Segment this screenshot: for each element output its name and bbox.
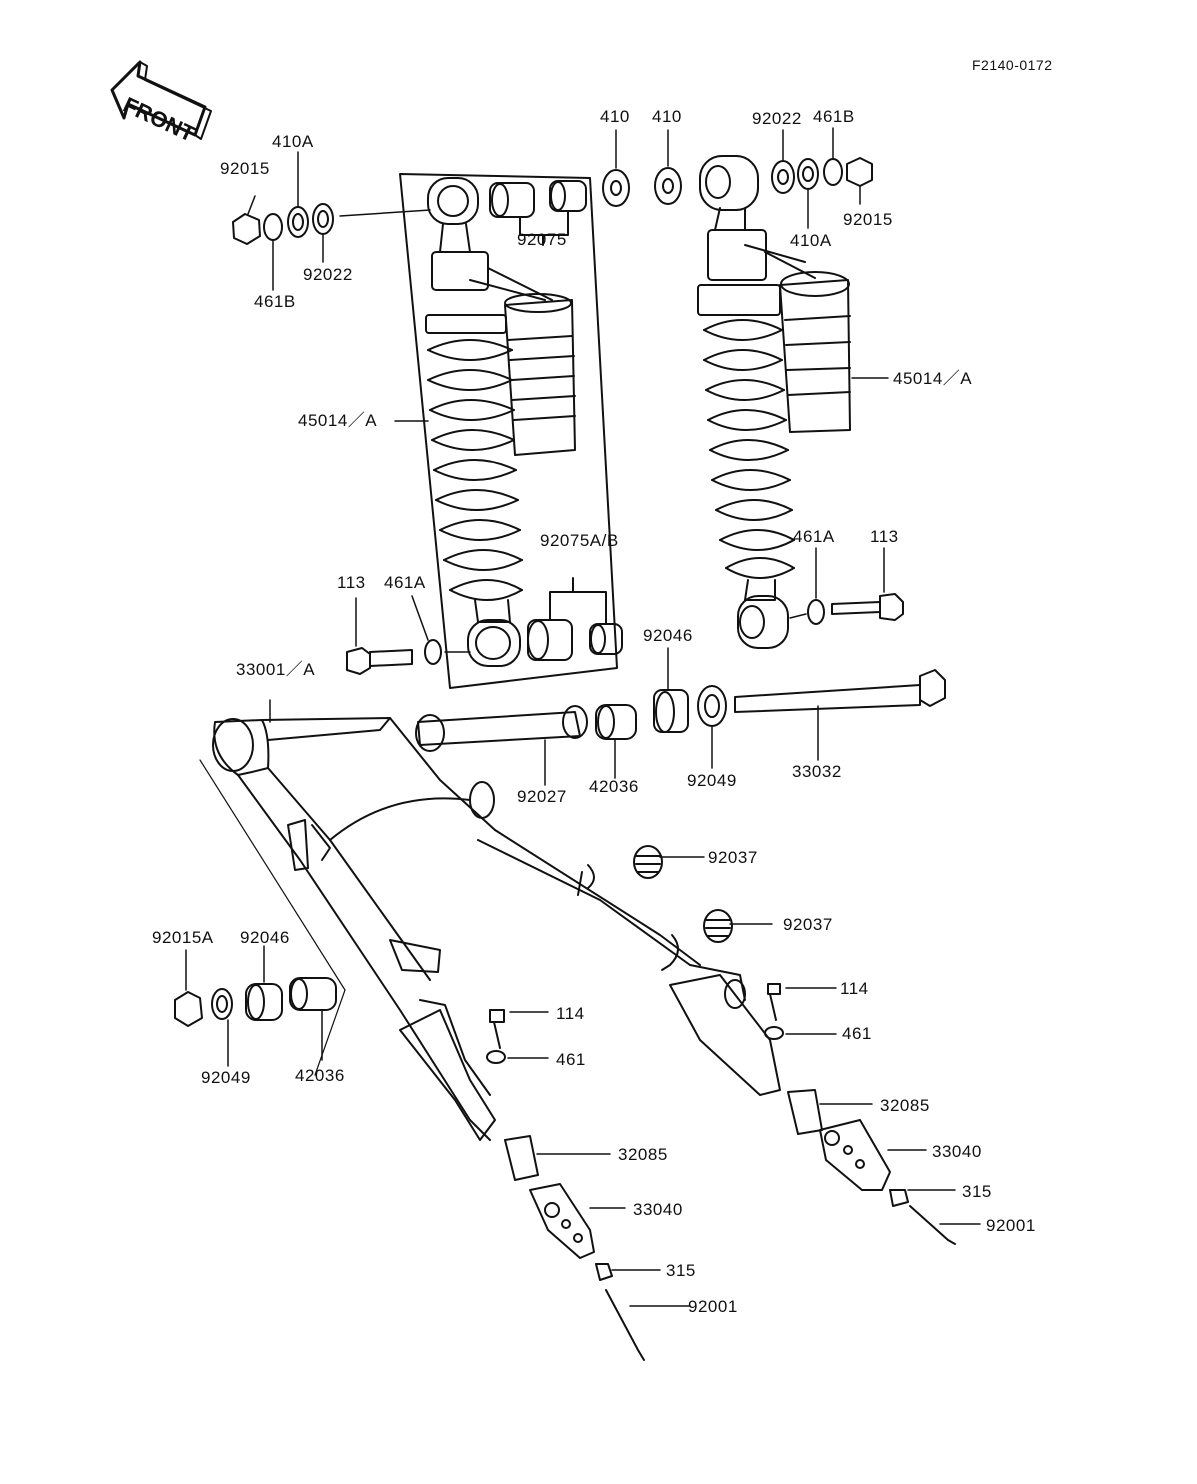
left-shock-absorber bbox=[399, 173, 623, 689]
part-label-113-right: 113 bbox=[870, 527, 899, 546]
right-shock-absorber bbox=[697, 127, 904, 649]
bolts-114 bbox=[486, 983, 837, 1064]
part-label-92022-right: 92022 bbox=[752, 109, 802, 128]
part-label-114-left: 114 bbox=[556, 1004, 585, 1023]
pivot-shaft-parts bbox=[415, 647, 946, 786]
part-label-315-left: 315 bbox=[666, 1261, 696, 1280]
part-label-92015-left: 92015 bbox=[220, 159, 270, 178]
part-label-92022-left: 92022 bbox=[303, 265, 353, 284]
part-label-410-b: 410 bbox=[652, 107, 682, 126]
part-label-33001a: 33001／A bbox=[236, 660, 316, 679]
part-label-33040-left: 33040 bbox=[633, 1200, 683, 1219]
part-label-92037-b: 92037 bbox=[783, 915, 833, 934]
part-label-410-a: 410 bbox=[600, 107, 630, 126]
part-label-114-right: 114 bbox=[840, 979, 869, 998]
left-lower-bolt bbox=[346, 420, 471, 675]
part-label-45014a-left: 45014／A bbox=[298, 411, 378, 430]
part-label-92001-left: 92001 bbox=[688, 1297, 738, 1316]
washers-410 bbox=[602, 129, 682, 207]
part-label-92015a: 92015A bbox=[152, 928, 214, 947]
front-arrow-icon bbox=[110, 60, 212, 140]
part-label-92075ab: 92075A/B bbox=[540, 531, 619, 550]
part-label-92015-right: 92015 bbox=[843, 210, 893, 229]
part-label-92049-top: 92049 bbox=[687, 771, 737, 790]
part-label-92046-top: 92046 bbox=[643, 626, 693, 645]
part-label-92001-right: 92001 bbox=[986, 1216, 1036, 1235]
part-label-32085-right: 32085 bbox=[880, 1096, 930, 1115]
part-label-42036-top: 42036 bbox=[589, 777, 639, 796]
left-pivot-hardware bbox=[174, 945, 337, 1067]
part-label-42036-bottom: 42036 bbox=[295, 1066, 345, 1085]
part-label-32085-left: 32085 bbox=[618, 1145, 668, 1164]
part-label-461-right: 461 bbox=[842, 1024, 872, 1043]
swing-arm bbox=[199, 699, 781, 1141]
part-label-113-left: 113 bbox=[337, 573, 366, 592]
part-label-92075: 92075 bbox=[517, 230, 567, 249]
diagram-code: F2140-0172 bbox=[972, 57, 1053, 73]
part-label-461b-right: 461B bbox=[813, 107, 855, 126]
part-label-45014a-right: 45014／A bbox=[893, 369, 973, 388]
part-label-92049-bottom: 92049 bbox=[201, 1068, 251, 1087]
part-label-315-right: 315 bbox=[962, 1182, 992, 1201]
part-label-92037-a: 92037 bbox=[708, 848, 758, 867]
part-label-410a-left: 410A bbox=[272, 132, 314, 151]
part-label-461b-left: 461B bbox=[254, 292, 296, 311]
part-label-461a-right: 461A bbox=[793, 527, 835, 546]
left-top-hardware bbox=[232, 151, 431, 291]
part-label-92027: 92027 bbox=[517, 787, 567, 806]
chain-adjusters bbox=[504, 1089, 981, 1361]
part-label-33040-right: 33040 bbox=[932, 1142, 982, 1161]
part-label-410a-right: 410A bbox=[790, 231, 832, 250]
nuts-92037 bbox=[633, 845, 773, 943]
part-label-461-left: 461 bbox=[556, 1050, 586, 1069]
part-label-92046-bottom: 92046 bbox=[240, 928, 290, 947]
part-label-461a-left: 461A bbox=[384, 573, 426, 592]
part-label-33032: 33032 bbox=[792, 762, 842, 781]
